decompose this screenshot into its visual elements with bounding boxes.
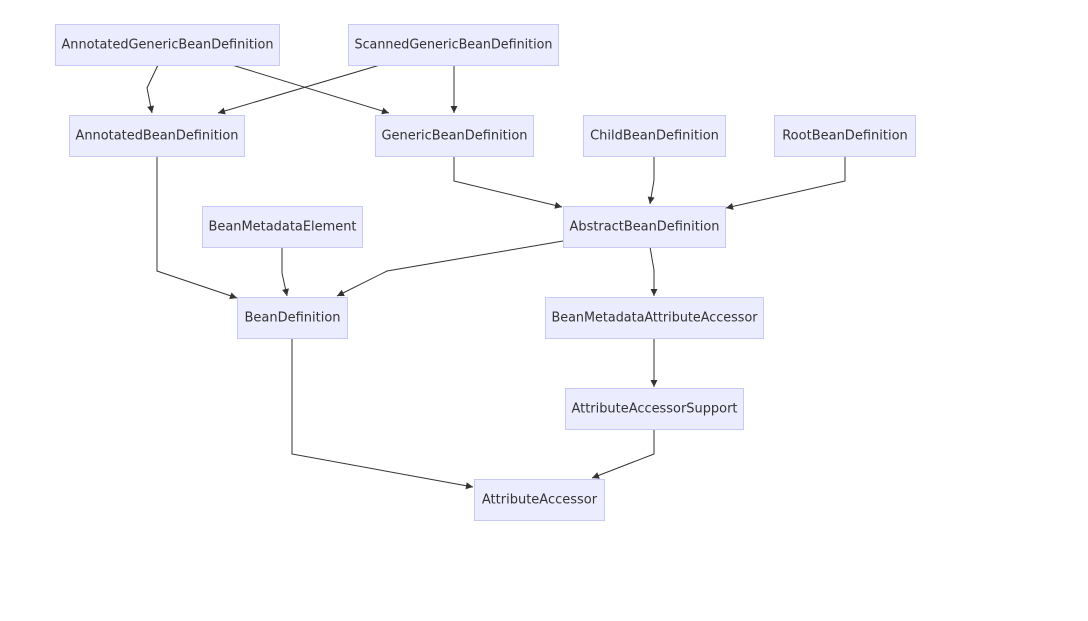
edge-annotated_generic-to-annotated_bd — [146, 64, 159, 114]
node-box — [563, 206, 726, 248]
node-annotated-generic: AnnotatedGenericBeanDefinition — [55, 24, 280, 66]
node-label: AttributeAccessor — [482, 493, 598, 508]
node-box — [237, 297, 348, 339]
node-root-bd: RootBeanDefinition — [774, 115, 916, 157]
edge-abstract_bd-to-bean_definition — [336, 240, 564, 297]
node-attribute-accessor: AttributeAccessor — [474, 479, 605, 521]
edge-line — [231, 64, 390, 114]
edge-scanned_generic-to-annotated_bd — [217, 64, 381, 115]
edge-line — [217, 64, 381, 114]
edge-annotated_generic-to-generic_bd — [231, 64, 390, 115]
node-label: AttributeAccessorSupport — [572, 402, 738, 417]
edge-attr_accessor_support-to-attribute_accessor — [591, 429, 655, 479]
edge-line — [649, 246, 655, 296]
edge-annotated_bd-to-bean_definition — [156, 156, 238, 300]
edge-root_bd-to-abstract_bd — [725, 156, 846, 210]
arrowhead-icon — [229, 292, 237, 300]
node-box — [774, 115, 916, 157]
node-scanned-generic: ScannedGenericBeanDefinition — [348, 24, 559, 66]
node-box — [348, 24, 559, 66]
edge-child_bd-to-abstract_bd — [647, 156, 655, 205]
edge-bean_definition-to-attribute_accessor — [291, 338, 474, 490]
node-label: ChildBeanDefinition — [590, 129, 719, 144]
arrowhead-icon — [592, 472, 600, 479]
edge-line — [453, 156, 563, 208]
edge-line — [591, 429, 655, 479]
arrowhead-icon — [381, 107, 389, 115]
node-label: BeanMetadataElement — [209, 220, 357, 235]
node-box — [474, 479, 605, 521]
node-bean-metadata-attr-accessor: BeanMetadataAttributeAccessor — [545, 297, 764, 339]
arrowhead-icon — [465, 482, 473, 490]
node-annotated-bd: AnnotatedBeanDefinition — [69, 115, 245, 157]
node-label: RootBeanDefinition — [782, 129, 908, 144]
edge-bean_metadata_attr_accessor-to-attr_accessor_support — [650, 338, 658, 387]
node-label: GenericBeanDefinition — [382, 129, 528, 144]
edges-layer — [146, 64, 846, 490]
edge-generic_bd-to-abstract_bd — [453, 156, 563, 209]
node-label: AnnotatedBeanDefinition — [76, 129, 239, 144]
arrowhead-icon — [147, 105, 155, 113]
arrowhead-icon — [450, 106, 458, 113]
node-box — [565, 388, 744, 430]
node-bean-metadata-element: BeanMetadataElement — [202, 206, 363, 248]
node-label: AbstractBeanDefinition — [570, 220, 720, 235]
arrowhead-icon — [337, 289, 345, 296]
edge-abstract_bd-to-bean_metadata_attr_accessor — [649, 246, 658, 296]
node-label: ScannedGenericBeanDefinition — [355, 38, 553, 53]
node-bean-definition: BeanDefinition — [237, 297, 348, 339]
arrowhead-icon — [218, 107, 226, 115]
edge-line — [725, 156, 846, 209]
node-box — [202, 206, 363, 248]
node-label: AnnotatedGenericBeanDefinition — [62, 38, 274, 53]
node-label: BeanDefinition — [244, 311, 340, 326]
node-child-bd: ChildBeanDefinition — [583, 115, 726, 157]
arrowhead-icon — [554, 201, 562, 209]
node-label: BeanMetadataAttributeAccessor — [552, 311, 759, 326]
edge-line — [156, 156, 238, 299]
node-box — [583, 115, 726, 157]
edge-line — [146, 64, 159, 114]
node-box — [69, 115, 245, 157]
arrowhead-icon — [650, 380, 658, 387]
node-box — [375, 115, 534, 157]
arrowhead-icon — [726, 203, 734, 210]
arrowhead-icon — [650, 289, 658, 296]
edge-line — [336, 240, 564, 297]
node-box — [55, 24, 280, 66]
node-abstract-bd: AbstractBeanDefinition — [563, 206, 726, 248]
node-box — [545, 297, 764, 339]
arrowhead-icon — [282, 288, 289, 296]
node-generic-bd: GenericBeanDefinition — [375, 115, 534, 157]
node-attr-accessor-support: AttributeAccessorSupport — [565, 388, 744, 430]
edge-line — [649, 156, 655, 205]
edge-line — [291, 338, 474, 488]
arrowhead-icon — [647, 196, 655, 204]
edge-scanned_generic-to-generic_bd — [450, 65, 458, 113]
edge-line — [281, 247, 288, 297]
edge-bean_metadata_element-to-bean_definition — [281, 247, 289, 297]
nodes-layer: AnnotatedGenericBeanDefinition ScannedGen… — [55, 24, 916, 521]
